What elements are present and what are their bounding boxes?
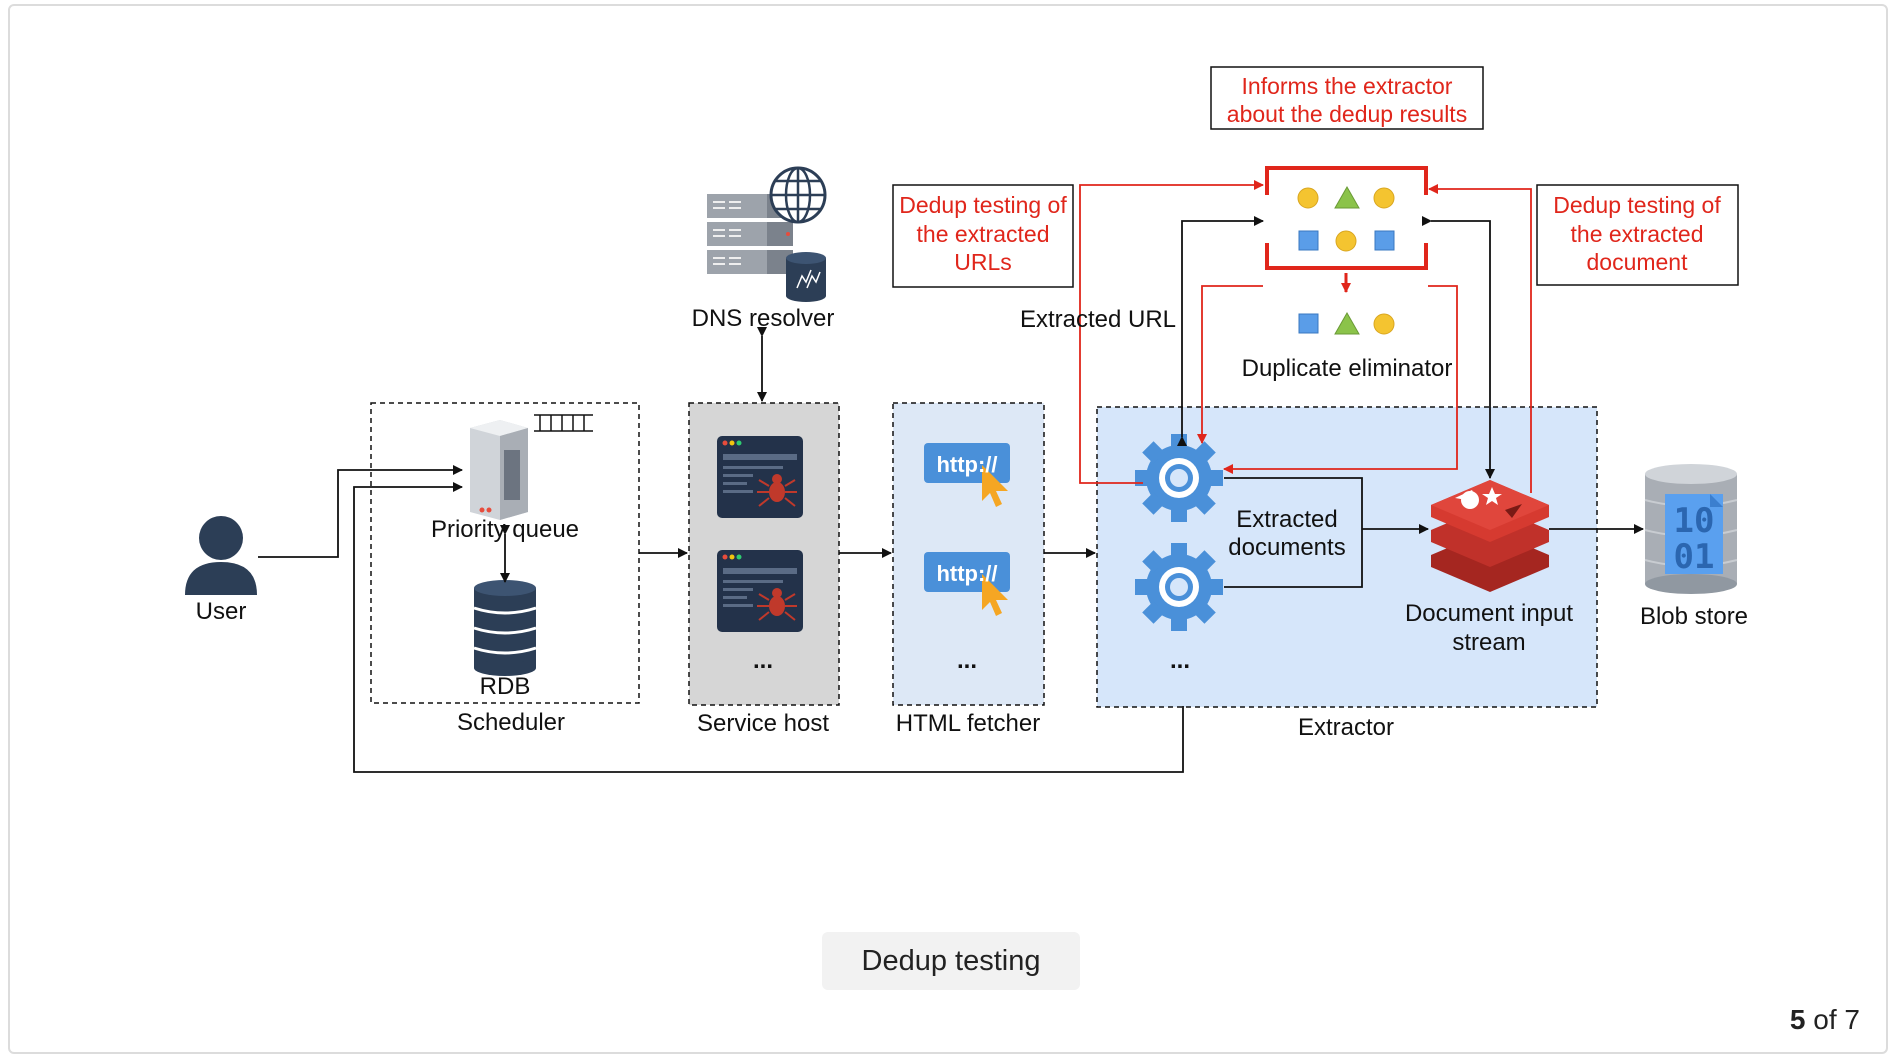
scheduler-label: Scheduler bbox=[457, 709, 565, 736]
dns-resolver-icon bbox=[707, 166, 827, 302]
document-stream-label-1: Document input bbox=[1405, 600, 1573, 627]
blob-bits-top: 10 bbox=[1674, 501, 1715, 541]
user-label: User bbox=[196, 598, 247, 625]
html-fetcher-ellipsis: ... bbox=[957, 647, 977, 674]
note-informs-box bbox=[1210, 66, 1484, 130]
extracted-url-label: Extracted URL bbox=[1020, 306, 1176, 333]
extracted-documents-label-2: documents bbox=[1228, 534, 1345, 561]
pager-separator: of bbox=[1813, 1004, 1837, 1035]
html-fetcher-label: HTML fetcher bbox=[896, 710, 1040, 737]
rdb-label: RDB bbox=[480, 673, 531, 700]
rdb-icon bbox=[473, 580, 537, 676]
service-host-label: Service host bbox=[697, 710, 829, 737]
gear-icon bbox=[1135, 543, 1223, 631]
spider-server-icon bbox=[716, 435, 804, 519]
document-stream-icon bbox=[1431, 480, 1549, 592]
blob-store-icon bbox=[1644, 464, 1738, 594]
duplicate-eliminator-label: Duplicate eliminator bbox=[1242, 355, 1453, 382]
blob-bits-bottom: 01 bbox=[1674, 537, 1715, 577]
blob-store-label: Blob store bbox=[1640, 603, 1748, 630]
http-label: http:// bbox=[936, 452, 997, 477]
note-dedup-document-line-3: document bbox=[1586, 249, 1688, 275]
note-dedup-urls-box bbox=[892, 184, 1074, 288]
gear-icon bbox=[1135, 434, 1223, 522]
user-icon bbox=[185, 516, 257, 595]
priority-queue-label: Priority queue bbox=[431, 516, 579, 543]
pager-total: 7 bbox=[1844, 1004, 1860, 1035]
note-informs-line-1: Informs the extractor bbox=[1242, 73, 1453, 99]
document-stream-label-2: stream bbox=[1452, 629, 1525, 656]
note-informs-line-2: about the dedup results bbox=[1227, 101, 1467, 127]
dedup-flow-lines bbox=[1079, 180, 1532, 493]
extracted-documents-label-1: Extracted bbox=[1236, 506, 1337, 533]
extractor-ellipsis: ... bbox=[1170, 647, 1190, 674]
note-dedup-document-line-2: the extracted bbox=[1571, 221, 1704, 247]
slide-caption: Dedup testing bbox=[822, 932, 1080, 990]
note-dedup-document-box bbox=[1536, 184, 1739, 286]
note-dedup-urls-line-1: Dedup testing of bbox=[899, 192, 1067, 218]
spider-server-icon bbox=[716, 549, 804, 633]
note-dedup-urls-line-3: URLs bbox=[954, 249, 1012, 275]
service-host-ellipsis: ... bbox=[753, 647, 773, 674]
extractor-label: Extractor bbox=[1298, 714, 1394, 741]
slide-pager: 5 of 7 bbox=[1790, 1004, 1860, 1036]
duplicate-eliminator-icon bbox=[1265, 166, 1428, 335]
note-dedup-document-line-1: Dedup testing of bbox=[1553, 192, 1721, 218]
pager-current: 5 bbox=[1789, 1004, 1806, 1035]
priority-queue-icon bbox=[470, 414, 593, 520]
note-dedup-urls-line-2: the extracted bbox=[917, 221, 1050, 247]
dns-resolver-label: DNS resolver bbox=[692, 305, 835, 332]
connector-lines bbox=[258, 216, 1644, 773]
http-label: http:// bbox=[936, 561, 997, 586]
